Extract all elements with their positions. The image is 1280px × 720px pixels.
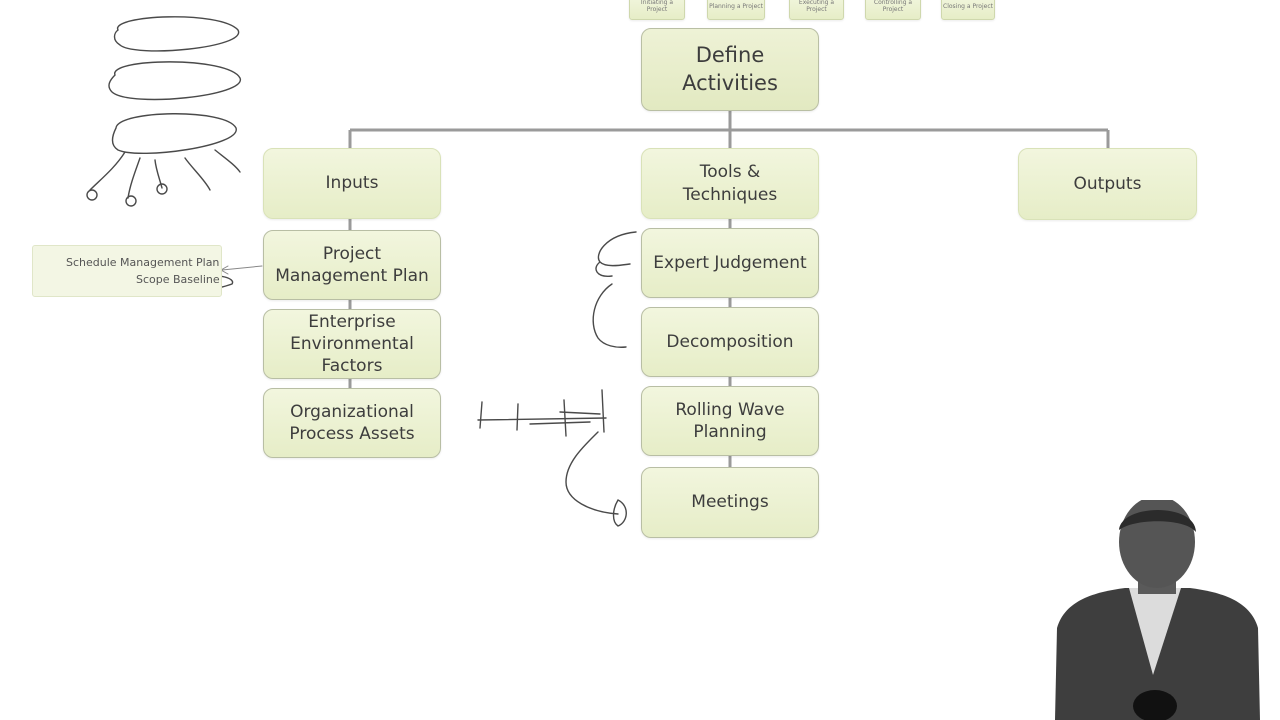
tab-executing[interactable]: Executing a Project <box>789 0 844 20</box>
annotation-schedule-management-plan: Schedule Management Plan <box>66 256 220 269</box>
ink-tentacle-5 <box>214 149 241 173</box>
ink-tentacle-1 <box>89 151 126 191</box>
ink-timeline <box>477 417 607 421</box>
tool-decomposition[interactable]: Decomposition <box>641 307 819 377</box>
ink-tentacle-2 <box>127 157 141 199</box>
ink-brace-top <box>595 231 637 277</box>
ink-timeline-ticks <box>479 389 605 437</box>
connectors <box>348 110 1110 468</box>
input-enterprise-environmental-factors[interactable]: Enterprise Environmental Factors <box>263 309 441 379</box>
ink-curve-to-meetings <box>565 431 619 515</box>
ink-dot-2 <box>125 195 137 207</box>
input-project-management-plan[interactable]: Project Management Plan <box>263 230 441 300</box>
tool-meetings[interactable]: Meetings <box>641 467 819 538</box>
tool-rolling-wave-planning[interactable]: Rolling Wave Planning <box>641 386 819 456</box>
ink-loop <box>612 499 627 527</box>
ink-brace-bottom <box>592 283 627 348</box>
ink-oval-2 <box>108 61 241 101</box>
root-node-define-activities[interactable]: Define Activities <box>641 28 819 111</box>
ink-dot-3 <box>156 183 168 195</box>
input-organizational-process-assets[interactable]: Organizational Process Assets <box>263 388 441 458</box>
category-inputs[interactable]: Inputs <box>263 148 441 219</box>
ink-timeline-marks <box>529 411 601 425</box>
category-tools-techniques[interactable]: Tools & Techniques <box>641 148 819 219</box>
tab-planning[interactable]: Planning a Project <box>707 0 765 20</box>
tool-expert-judgement[interactable]: Expert Judgement <box>641 228 819 298</box>
category-outputs[interactable]: Outputs <box>1018 148 1197 220</box>
ink-oval-1 <box>113 16 239 52</box>
annotation-box <box>32 245 222 297</box>
ink-tentacle-4 <box>184 157 211 191</box>
presenter-video <box>1055 500 1260 720</box>
tab-closing[interactable]: Closing a Project <box>941 0 995 20</box>
ink-tentacle-3 <box>154 159 163 189</box>
tab-initiating[interactable]: Initiating a Project <box>629 0 685 20</box>
annotation-scope-baseline: Scope Baseline <box>136 273 220 286</box>
ink-oval-3 <box>111 113 237 155</box>
ink-dot-1 <box>86 189 98 201</box>
ink-arrow-line <box>221 265 263 271</box>
tab-controlling[interactable]: Controlling a Project <box>865 0 921 20</box>
